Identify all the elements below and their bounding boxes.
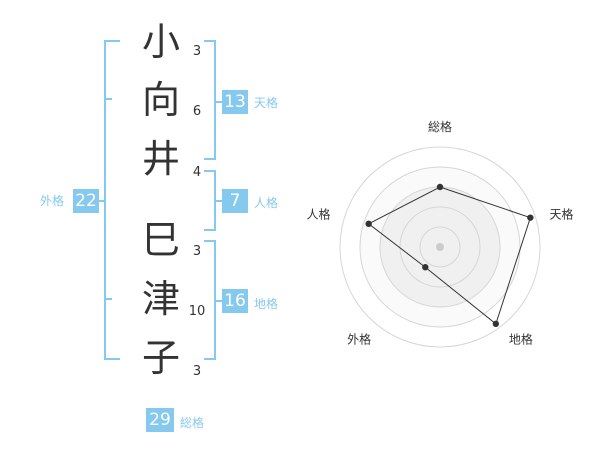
jinkaku-badge: 7 — [222, 189, 248, 213]
name-char-1: 小 — [141, 20, 180, 64]
radar-point-4 — [365, 220, 372, 228]
stroke-count-4: 3 — [192, 244, 202, 259]
radar-point-0 — [436, 183, 444, 191]
radar-axis-label-chikaku: 地格 — [509, 332, 533, 347]
name-char-5: 津 — [141, 277, 180, 321]
radar-axis-label-jinkaku: 人格 — [306, 206, 330, 221]
radar-axis-label-tenkaku: 天格 — [550, 206, 574, 221]
radar-center-dot — [436, 243, 444, 251]
radar-axis-label-gaikaku: 外格 — [347, 332, 371, 347]
fortune-radar-chart: 総格 天格 地格 外格 人格 — [306, 119, 574, 348]
name-char-4: 巳 — [141, 218, 180, 262]
name-char-2: 向 — [141, 78, 180, 122]
name-char-6: 子 — [141, 336, 180, 380]
stroke-count-5: 10 — [188, 304, 206, 319]
stroke-count-6: 3 — [192, 364, 202, 379]
chikaku-badge: 16 — [222, 289, 248, 313]
soukaku-label: 総格 — [180, 416, 205, 430]
radar-axis-label-soukaku: 総格 — [428, 119, 452, 134]
radar-points — [365, 183, 534, 328]
stroke-count-2: 6 — [192, 104, 202, 119]
radar-polygon — [367, 186, 531, 325]
gaikaku-badge: 22 — [73, 189, 99, 213]
jinkaku-label: 人格 — [254, 196, 279, 210]
radar-point-3 — [422, 264, 429, 271]
name-char-3: 井 — [141, 137, 180, 181]
chikaku-label: 地格 — [254, 297, 279, 311]
soukaku-badge: 29 — [146, 408, 174, 432]
tenkaku-badge: 13 — [222, 90, 248, 114]
stroke-count-3: 4 — [192, 165, 202, 180]
gaikaku-label: 外格 — [40, 194, 65, 208]
tenkaku-label: 天格 — [254, 96, 279, 110]
stroke-count-1: 3 — [192, 44, 202, 59]
radar-point-1 — [527, 214, 534, 221]
radar-point-2 — [492, 320, 500, 328]
